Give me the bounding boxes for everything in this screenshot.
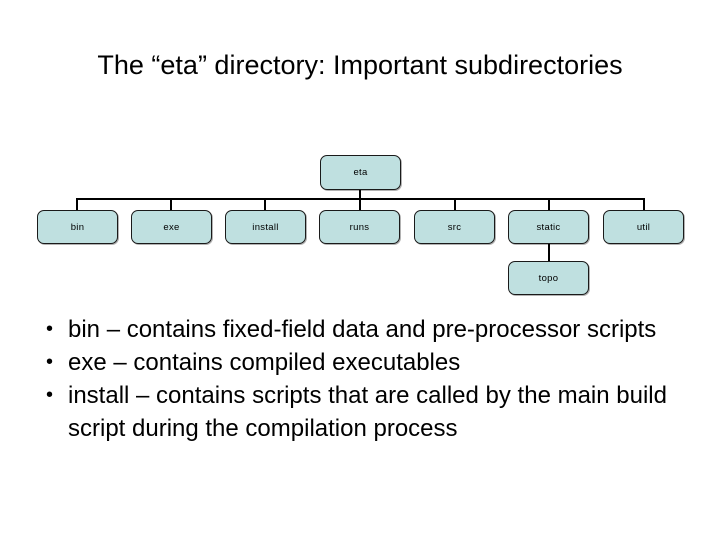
tree-node-topo[interactable]: topo: [508, 261, 589, 295]
tree-node-label: bin: [70, 221, 85, 233]
connector-bus-to-bin: [76, 198, 78, 212]
tree-node-label: eta: [353, 167, 368, 178]
directory-tree-diagram: eta bin exe install runs src static util…: [0, 150, 720, 305]
list-item: install – contains scripts that are call…: [40, 379, 688, 445]
connector-bus-to-runs: [359, 198, 361, 212]
connector-bus-to-src: [454, 198, 456, 212]
tree-node-label: install: [252, 221, 279, 233]
tree-node-bin[interactable]: bin: [37, 210, 118, 244]
tree-node-label: src: [447, 221, 462, 233]
list-item: exe – contains compiled executables: [40, 346, 688, 379]
tree-node-label: topo: [538, 272, 559, 284]
tree-node-install[interactable]: install: [225, 210, 306, 244]
connector-bus-to-util: [643, 198, 645, 212]
tree-node-label: exe: [163, 221, 180, 233]
tree-node-label: util: [636, 221, 651, 233]
connector-static-to-topo: [548, 243, 550, 262]
connector-bus-to-install: [264, 198, 266, 212]
bullet-list: bin – contains fixed-field data and pre-…: [40, 313, 688, 445]
tree-node-util[interactable]: util: [603, 210, 684, 244]
tree-node-static[interactable]: static: [508, 210, 589, 244]
tree-node-runs[interactable]: runs: [319, 210, 400, 244]
connector-bus-to-static: [548, 198, 550, 212]
connector-eta-to-bus: [359, 190, 361, 198]
tree-node-label: static: [536, 221, 561, 233]
tree-node-label: runs: [349, 221, 370, 233]
page-title: The “eta” directory: Important subdirect…: [97, 50, 623, 80]
tree-node-eta[interactable]: eta: [320, 155, 401, 190]
list-item: bin – contains fixed-field data and pre-…: [40, 313, 688, 346]
connector-bus-to-exe: [170, 198, 172, 212]
tree-node-exe[interactable]: exe: [131, 210, 212, 244]
tree-node-src[interactable]: src: [414, 210, 495, 244]
